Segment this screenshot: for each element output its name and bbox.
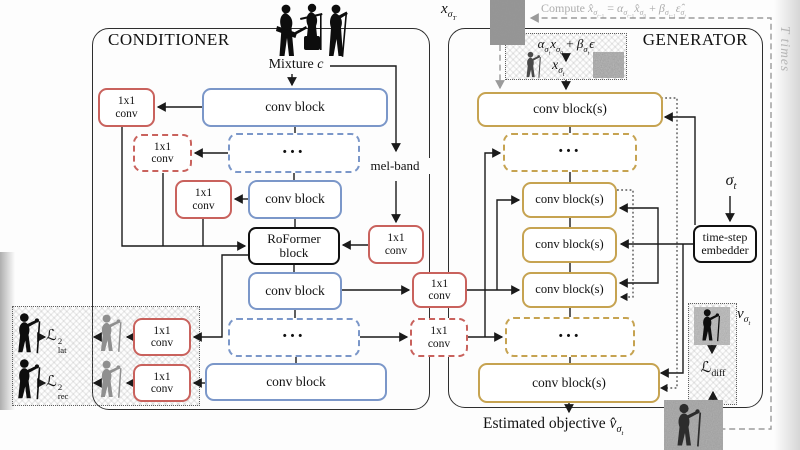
gen-conv-blocks-1: conv block(s) xyxy=(477,92,663,127)
cond-conv-block-2: conv block xyxy=(248,180,342,219)
estimated-vocals-icon-rec xyxy=(97,358,125,401)
cond-conv-block-3: conv block xyxy=(248,272,342,310)
band-icon xyxy=(276,2,350,58)
diffusion-loss-label: ℒdiff xyxy=(700,360,726,379)
gen-conv-blocks-4: conv block(s) xyxy=(522,272,617,308)
target-vocals-icon-lat xyxy=(14,311,44,356)
x-sigma-T-noise xyxy=(490,0,525,45)
left-edge-shadow xyxy=(0,252,15,410)
clean-vocals-icon-noising xyxy=(523,51,544,79)
x-sigma-T-label: xσT xyxy=(441,1,457,22)
gen-dots-upper: ... xyxy=(503,133,637,172)
gen-dots-lower: ... xyxy=(505,317,635,357)
target-objective-vocals-icon xyxy=(699,308,723,343)
estimated-objective-label: Estimated objective v̂σt xyxy=(483,415,624,438)
sigma-t-label: σt xyxy=(725,172,737,193)
compute-formula: Compute x̂σt−1 = ασt−1x̂σ0 + βσt−1ε̂σt xyxy=(541,1,686,20)
t-times-label: T times xyxy=(778,26,793,73)
gen-conv-blocks-3: conv block(s) xyxy=(522,227,617,263)
conditioner-title: CONDITIONER xyxy=(108,30,230,49)
cond-conv-block-4: conv block xyxy=(205,363,387,401)
estimated-objective-vocals-icon xyxy=(673,402,705,449)
right-edge-shadow xyxy=(774,0,800,450)
conditioner-panel xyxy=(92,28,430,410)
cond-conv-block-1: conv block xyxy=(202,88,388,127)
mel-band-label: mel-band xyxy=(358,158,432,174)
generator-title: GENERATOR xyxy=(642,30,748,49)
v-sigma-t-label: vσt xyxy=(737,306,751,327)
cond-dots-lower: ... xyxy=(228,318,360,357)
target-vocals-icon-rec xyxy=(14,357,44,402)
x-sigma-t-label: xσt xyxy=(552,58,565,78)
epsilon-noise xyxy=(593,52,624,78)
estimated-objective-noise xyxy=(664,400,723,450)
cond-dots-upper: ... xyxy=(228,133,360,173)
generator-panel xyxy=(448,28,763,408)
gen-conv-blocks-2: conv block(s) xyxy=(522,182,617,218)
mixture-label: Mixture c xyxy=(268,57,324,72)
gen-conv-blocks-5: conv block(s) xyxy=(478,363,660,403)
estimated-vocals-icon-lat xyxy=(97,312,125,355)
